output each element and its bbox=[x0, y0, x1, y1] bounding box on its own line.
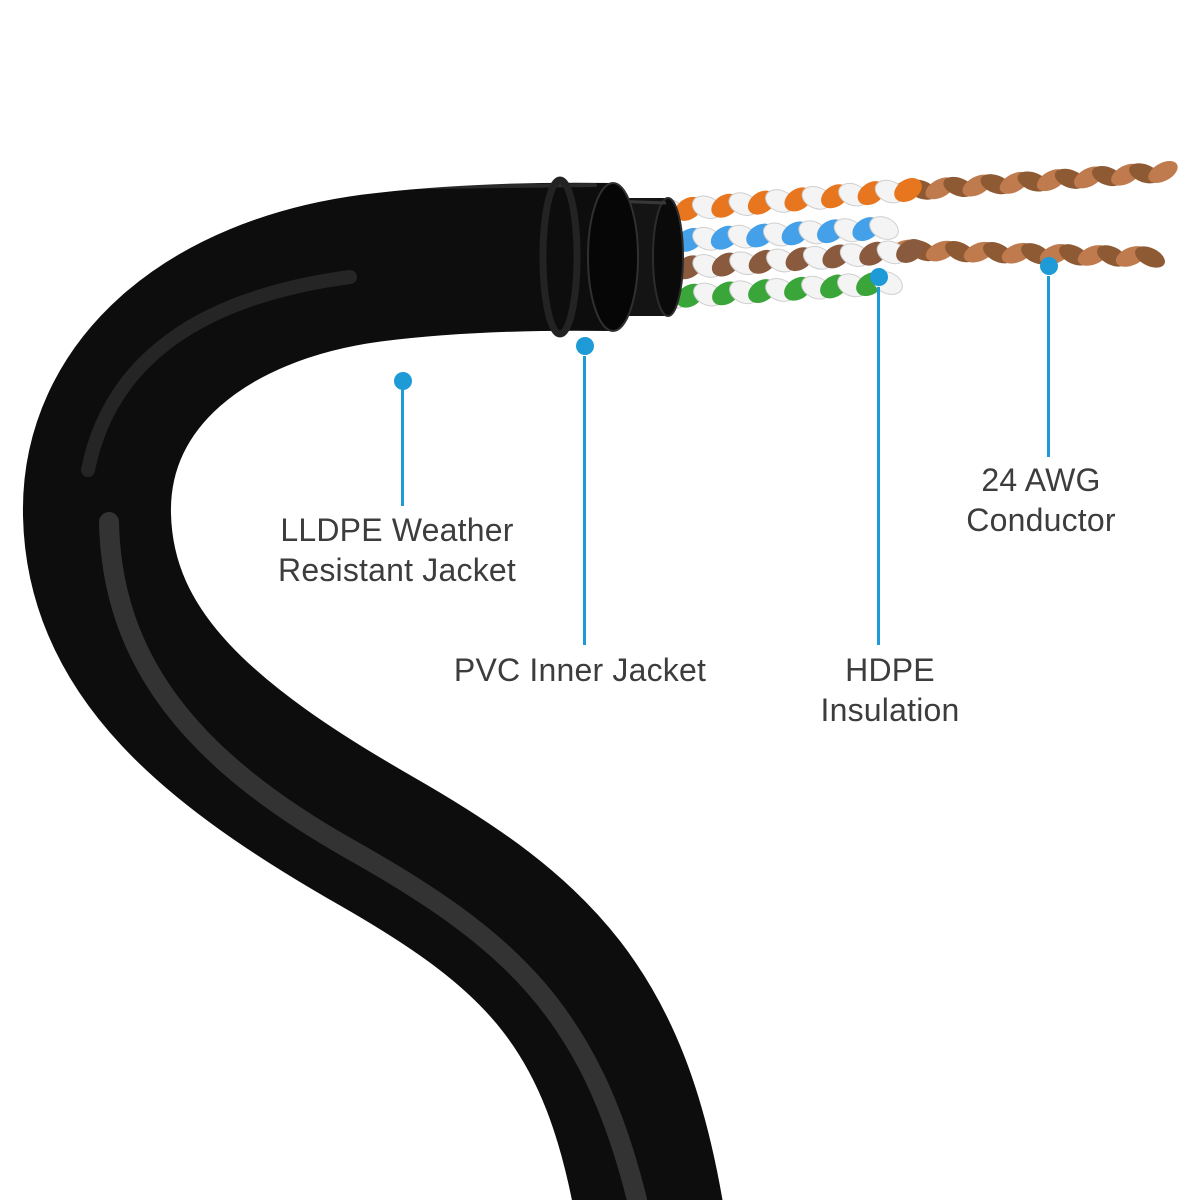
inner-jacket-rim-highlight bbox=[652, 197, 684, 317]
outer-jacket-cut-rim bbox=[539, 176, 639, 338]
wire-segment bbox=[873, 271, 903, 295]
wire-segment bbox=[894, 177, 922, 203]
jacket-cut-rim-highlight bbox=[587, 182, 639, 332]
jacket-sheen2-icon bbox=[81, 270, 357, 477]
wire-segment bbox=[1135, 246, 1165, 268]
jacket-sheen-icon bbox=[99, 512, 647, 1200]
jacket-cut-face bbox=[588, 183, 638, 331]
jacket-ridge-ring bbox=[539, 176, 581, 338]
wire-segment bbox=[896, 239, 924, 263]
twisted-pairs bbox=[638, 161, 1178, 310]
wire-segment bbox=[1148, 161, 1178, 183]
wire-segment bbox=[869, 216, 899, 240]
outer-jacket-path bbox=[23, 182, 723, 1200]
inner-jacket-rim bbox=[653, 198, 683, 316]
